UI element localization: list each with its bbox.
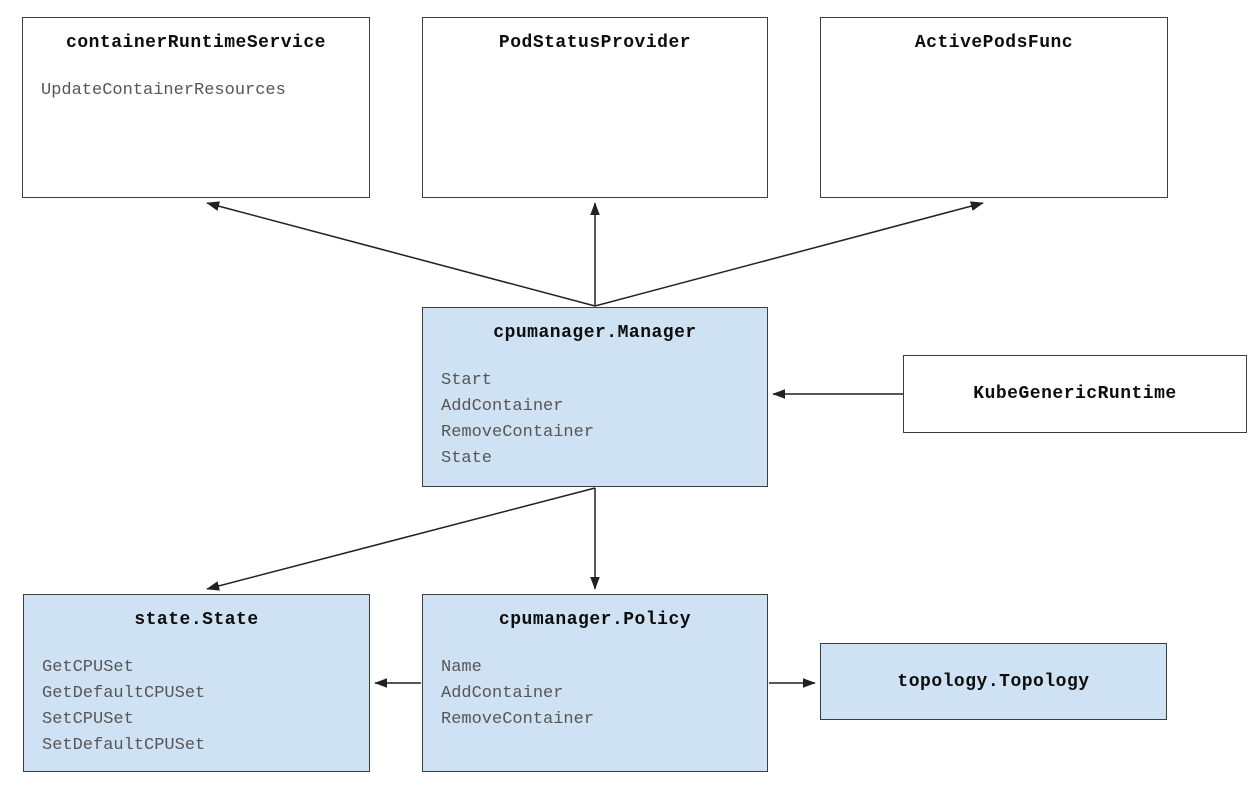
node-title: ActivePodsFunc: [914, 33, 1074, 53]
node-title: KubeGenericRuntime: [973, 384, 1177, 404]
node-method: State: [441, 449, 493, 468]
node-method: GetDefaultCPUSet: [42, 684, 206, 703]
node-title: containerRuntimeService: [66, 33, 326, 53]
node-method: UpdateContainerResources: [41, 81, 286, 100]
node-method: SetDefaultCPUSet: [42, 736, 206, 755]
node-cpumanager-manager: cpumanager.Manager Start AddContainer Re…: [422, 307, 768, 487]
node-method: AddContainer: [441, 397, 564, 416]
node-method: SetCPUSet: [42, 710, 134, 729]
node-method-list: Start AddContainer RemoveContainer State: [441, 368, 749, 472]
node-method-list: UpdateContainerResources: [41, 78, 351, 104]
node-state-state: state.State GetCPUSet GetDefaultCPUSet S…: [23, 594, 370, 772]
node-method: RemoveContainer: [441, 423, 595, 442]
node-method-list: GetCPUSet GetDefaultCPUSet SetCPUSet Set…: [42, 655, 351, 759]
node-method: GetCPUSet: [42, 658, 134, 677]
node-method: RemoveContainer: [441, 710, 595, 729]
node-title: cpumanager.Manager: [493, 323, 697, 343]
node-title: cpumanager.Policy: [498, 610, 692, 630]
node-pod-status-provider: PodStatusProvider: [422, 17, 768, 198]
node-title: topology.Topology: [897, 671, 1090, 692]
node-cpumanager-policy: cpumanager.Policy Name AddContainer Remo…: [422, 594, 768, 772]
node-topology-topology: topology.Topology: [820, 643, 1167, 720]
node-title: PodStatusProvider: [498, 33, 692, 53]
node-method: Start: [441, 371, 493, 390]
edge-manager-to-active-pods-func: [594, 201, 984, 307]
node-active-pods-func: ActivePodsFunc: [820, 17, 1168, 198]
node-title: state.State: [134, 610, 259, 630]
node-container-runtime-service: containerRuntimeService UpdateContainerR…: [22, 17, 370, 198]
node-method: AddContainer: [441, 684, 564, 703]
node-method: Name: [441, 658, 482, 677]
node-kube-generic-runtime: KubeGenericRuntime: [903, 355, 1247, 433]
edge-manager-to-container-runtime-service: [206, 201, 596, 307]
node-method-list: Name AddContainer RemoveContainer: [441, 655, 749, 733]
edge-manager-to-state-state: [206, 487, 596, 591]
